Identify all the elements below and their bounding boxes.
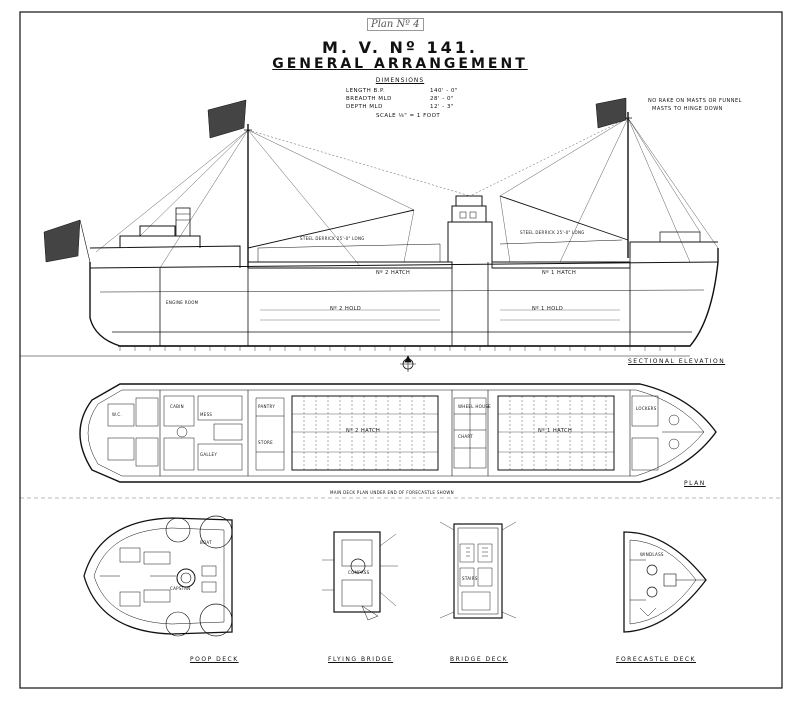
label-pantry: PANTRY — [258, 404, 276, 409]
label-windlass: WINDLASS — [640, 552, 664, 557]
length-value: 140' - 0" — [430, 88, 459, 94]
funnel — [175, 207, 191, 237]
plan-number: Plan Nº 4 — [367, 18, 424, 31]
label-boat: BOAT — [200, 540, 212, 545]
label-wc: W.C. — [112, 412, 123, 417]
label-main-deck-note: MAIN DECK PLAN UNDER END OF FORECASTLE S… — [330, 490, 454, 495]
label-no1-hold: Nº 1 HOLD — [532, 306, 564, 312]
depth-value: 12' - 3" — [430, 104, 455, 110]
label-galley: GALLEY — [200, 452, 218, 457]
length-label: LENGTH B.P. — [346, 88, 386, 94]
breadth-value: 28' - 0" — [430, 96, 455, 102]
main-mast-flag — [207, 99, 247, 139]
sectional-elevation — [20, 97, 719, 357]
bridge-deck-plan — [439, 521, 517, 619]
dimensions-heading: DIMENSIONS — [375, 77, 425, 84]
plan-forecastle-block — [631, 395, 704, 471]
label-lockers: LOCKERS — [636, 406, 657, 411]
fwd-hatch-coaming — [491, 261, 631, 269]
label-no2-hold: Nº 2 HOLD — [330, 306, 362, 312]
plan-no2-hatch — [291, 395, 439, 471]
label-cabin: CABIN — [170, 404, 184, 409]
label-capstan: CAPSTAN — [170, 586, 191, 591]
masts — [244, 112, 632, 268]
label-engine-room: ENGINE ROOM — [166, 300, 199, 305]
label-store: STORE — [258, 440, 273, 445]
plan-hull-outline — [79, 383, 717, 483]
label-aft-derrick: STEEL DERRICK 25'-0" LONG — [300, 236, 365, 241]
label-no1-hatch-plan: Nº 1 HATCH — [538, 428, 573, 434]
plan-no1-hatch — [497, 395, 615, 471]
label-compass: COMPASS — [348, 570, 370, 575]
forecastle-deck-plan — [623, 531, 707, 633]
label-plan: PLAN — [684, 480, 706, 487]
plan-view — [20, 355, 782, 499]
note-no-rake: NO RAKE ON MASTS OR FUNNEL — [648, 98, 742, 104]
fore-mast-flag — [595, 97, 627, 129]
plan-bridge-block — [453, 397, 487, 469]
poop-superstructure — [89, 225, 241, 268]
label-stairs: STAIRS — [462, 576, 478, 581]
scale-note: SCALE ⅛" = 1 FOOT — [376, 113, 441, 119]
frame-ticks — [119, 346, 676, 351]
vessel-name: M. V. Nº 141. — [322, 38, 478, 57]
label-mess: MESS — [200, 412, 213, 417]
forecastle — [629, 241, 718, 258]
main-deck-line — [89, 261, 719, 269]
stern-ensign — [43, 219, 81, 263]
compass-rose-icon — [400, 355, 416, 372]
hull-outline — [89, 248, 719, 347]
breadth-label: BREADTH MLD — [346, 96, 392, 102]
tween-deck-line — [99, 289, 705, 293]
label-forecastle-deck: FORECASTLE DECK — [616, 656, 696, 663]
label-poop-deck: POOP DECK — [190, 656, 239, 663]
bridge-house — [447, 195, 493, 262]
depth-label: DEPTH MLD — [346, 104, 383, 110]
drawing-border — [19, 11, 783, 689]
bulkheads — [159, 258, 631, 346]
label-chart: CHART — [458, 434, 473, 439]
label-fwd-derrick: STEEL DERRICK 25'-0" LONG — [520, 230, 585, 235]
rigging — [95, 117, 719, 269]
label-wheelhouse: WHEEL HOUSE — [458, 404, 491, 409]
label-bridge-deck: BRIDGE DECK — [450, 656, 509, 663]
flying-bridge-plan — [322, 531, 398, 621]
poop-deck-plan — [83, 515, 233, 637]
plan-aft-accommodation — [107, 395, 285, 471]
derricks — [247, 195, 629, 249]
note-masts-hinge: MASTS TO HINGE DOWN — [652, 106, 723, 112]
label-sectional-elevation: SECTIONAL ELEVATION — [628, 358, 726, 365]
label-no1-hatch-elev: Nº 1 HATCH — [542, 270, 577, 276]
drawing-title: GENERAL ARRANGEMENT — [272, 56, 528, 72]
label-flying-bridge: FLYING BRIDGE — [328, 656, 394, 663]
label-no2-hatch-elev: Nº 2 HATCH — [376, 270, 411, 276]
label-no2-hatch-plan: Nº 2 HATCH — [346, 428, 381, 434]
